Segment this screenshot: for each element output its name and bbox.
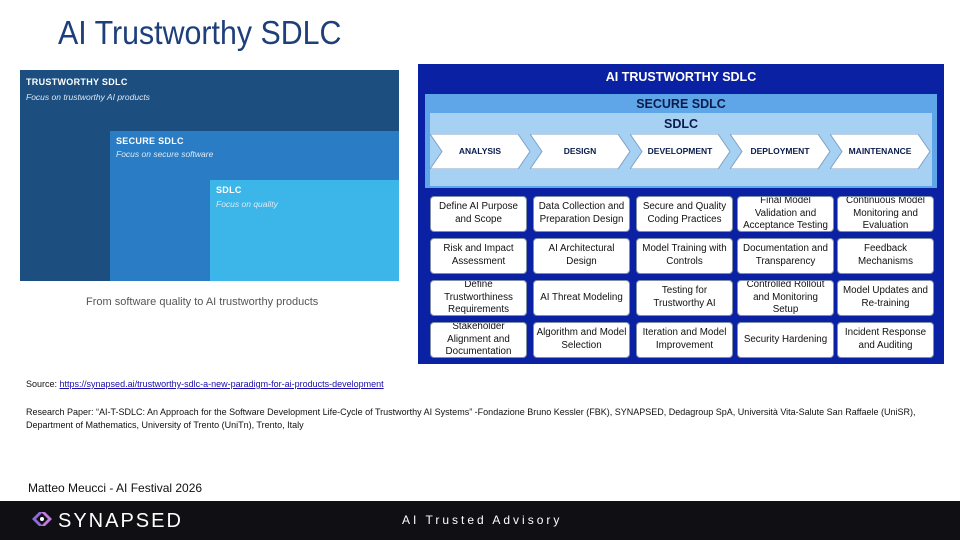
- footer-tagline: AI Trusted Advisory: [402, 513, 563, 527]
- phase-chevron-design: DESIGN: [530, 134, 632, 169]
- phase-chevron-maintenance: MAINTENANCE: [830, 134, 932, 169]
- activity-cell: Algorithm and Model Selection: [533, 322, 630, 358]
- secure-sdlc-title: SECURE SDLC: [116, 136, 184, 146]
- source-label: Source:: [26, 379, 60, 389]
- research-paper-citation: Research Paper: “AI-T-SDLC: An Approach …: [26, 407, 916, 430]
- sdlc-label: SDLC: [663, 117, 699, 131]
- activity-cell: Iteration and Model Improvement: [636, 322, 733, 358]
- activity-cell: Continuous Model Monitoring and Evaluati…: [837, 196, 934, 232]
- sdlc-subtitle: Focus on quality: [216, 199, 278, 209]
- source-link[interactable]: https://synapsed.ai/trustworthy-sdlc-a-n…: [59, 379, 384, 389]
- sdlc-title: SDLC: [216, 185, 242, 195]
- phase-label: DEPLOYMENT: [750, 146, 810, 156]
- source-line: Source: https://synapsed.ai/trustworthy-…: [26, 379, 384, 389]
- activity-cell: Risk and Impact Assessment: [430, 238, 527, 274]
- author-event: Matteo Meucci - AI Festival 2026: [28, 481, 203, 495]
- activity-cell: Define Trustworthiness Requirements: [430, 280, 527, 316]
- sdlc-box: [210, 180, 399, 281]
- activity-cell: Model Training with Controls: [636, 238, 733, 274]
- footer-bar: [0, 501, 960, 540]
- activity-cell: AI Architectural Design: [533, 238, 630, 274]
- activity-cell: Incident Response and Auditing: [837, 322, 934, 358]
- activity-cell: Testing for Trustworthy AI: [636, 280, 733, 316]
- left-diagram-caption: From software quality to AI trustworthy …: [86, 296, 319, 308]
- phase-label: DEVELOPMENT: [647, 146, 713, 156]
- activity-cell: Feedback Mechanisms: [837, 238, 934, 274]
- secure-sdlc-subtitle: Focus on secure software: [116, 149, 214, 159]
- activity-cell: Define AI Purpose and Scope: [430, 196, 527, 232]
- activity-cell: Security Hardening: [737, 322, 834, 358]
- trustworthy-sdlc-subtitle: Focus on trustworthy AI products: [26, 92, 150, 102]
- panel-title: AI TRUSTWORTHY SDLC: [605, 70, 757, 84]
- activity-cell: Documentation and Transparency: [737, 238, 834, 274]
- activity-cell: Final Model Validation and Acceptance Te…: [737, 196, 834, 232]
- activity-cell: AI Threat Modeling: [533, 280, 630, 316]
- phase-chevron-deployment: DEPLOYMENT: [730, 134, 832, 169]
- phase-label: MAINTENANCE: [848, 146, 912, 156]
- phase-label: DESIGN: [563, 146, 597, 156]
- activity-cell: Data Collection and Preparation Design: [533, 196, 630, 232]
- synapsed-logo-icon: [30, 507, 54, 531]
- phase-chevron-development: DEVELOPMENT: [630, 134, 732, 169]
- secure-sdlc-label: SECURE SDLC: [636, 97, 726, 111]
- trustworthy-sdlc-title: TRUSTWORTHY SDLC: [26, 77, 128, 87]
- activity-cell: Model Updates and Re-training: [837, 280, 934, 316]
- activity-cell: Secure and Quality Coding Practices: [636, 196, 733, 232]
- footer-brand: SYNAPSED: [58, 510, 183, 532]
- activity-cell: Stakeholder Alignment and Documentation: [430, 322, 527, 358]
- activity-cell: Controlled Rollout and Monitoring Setup: [737, 280, 834, 316]
- phase-label: ANALYSIS: [458, 146, 502, 156]
- phase-chevron-analysis: ANALYSIS: [430, 134, 532, 169]
- slide-title: AI Trustworthy SDLC: [58, 14, 342, 51]
